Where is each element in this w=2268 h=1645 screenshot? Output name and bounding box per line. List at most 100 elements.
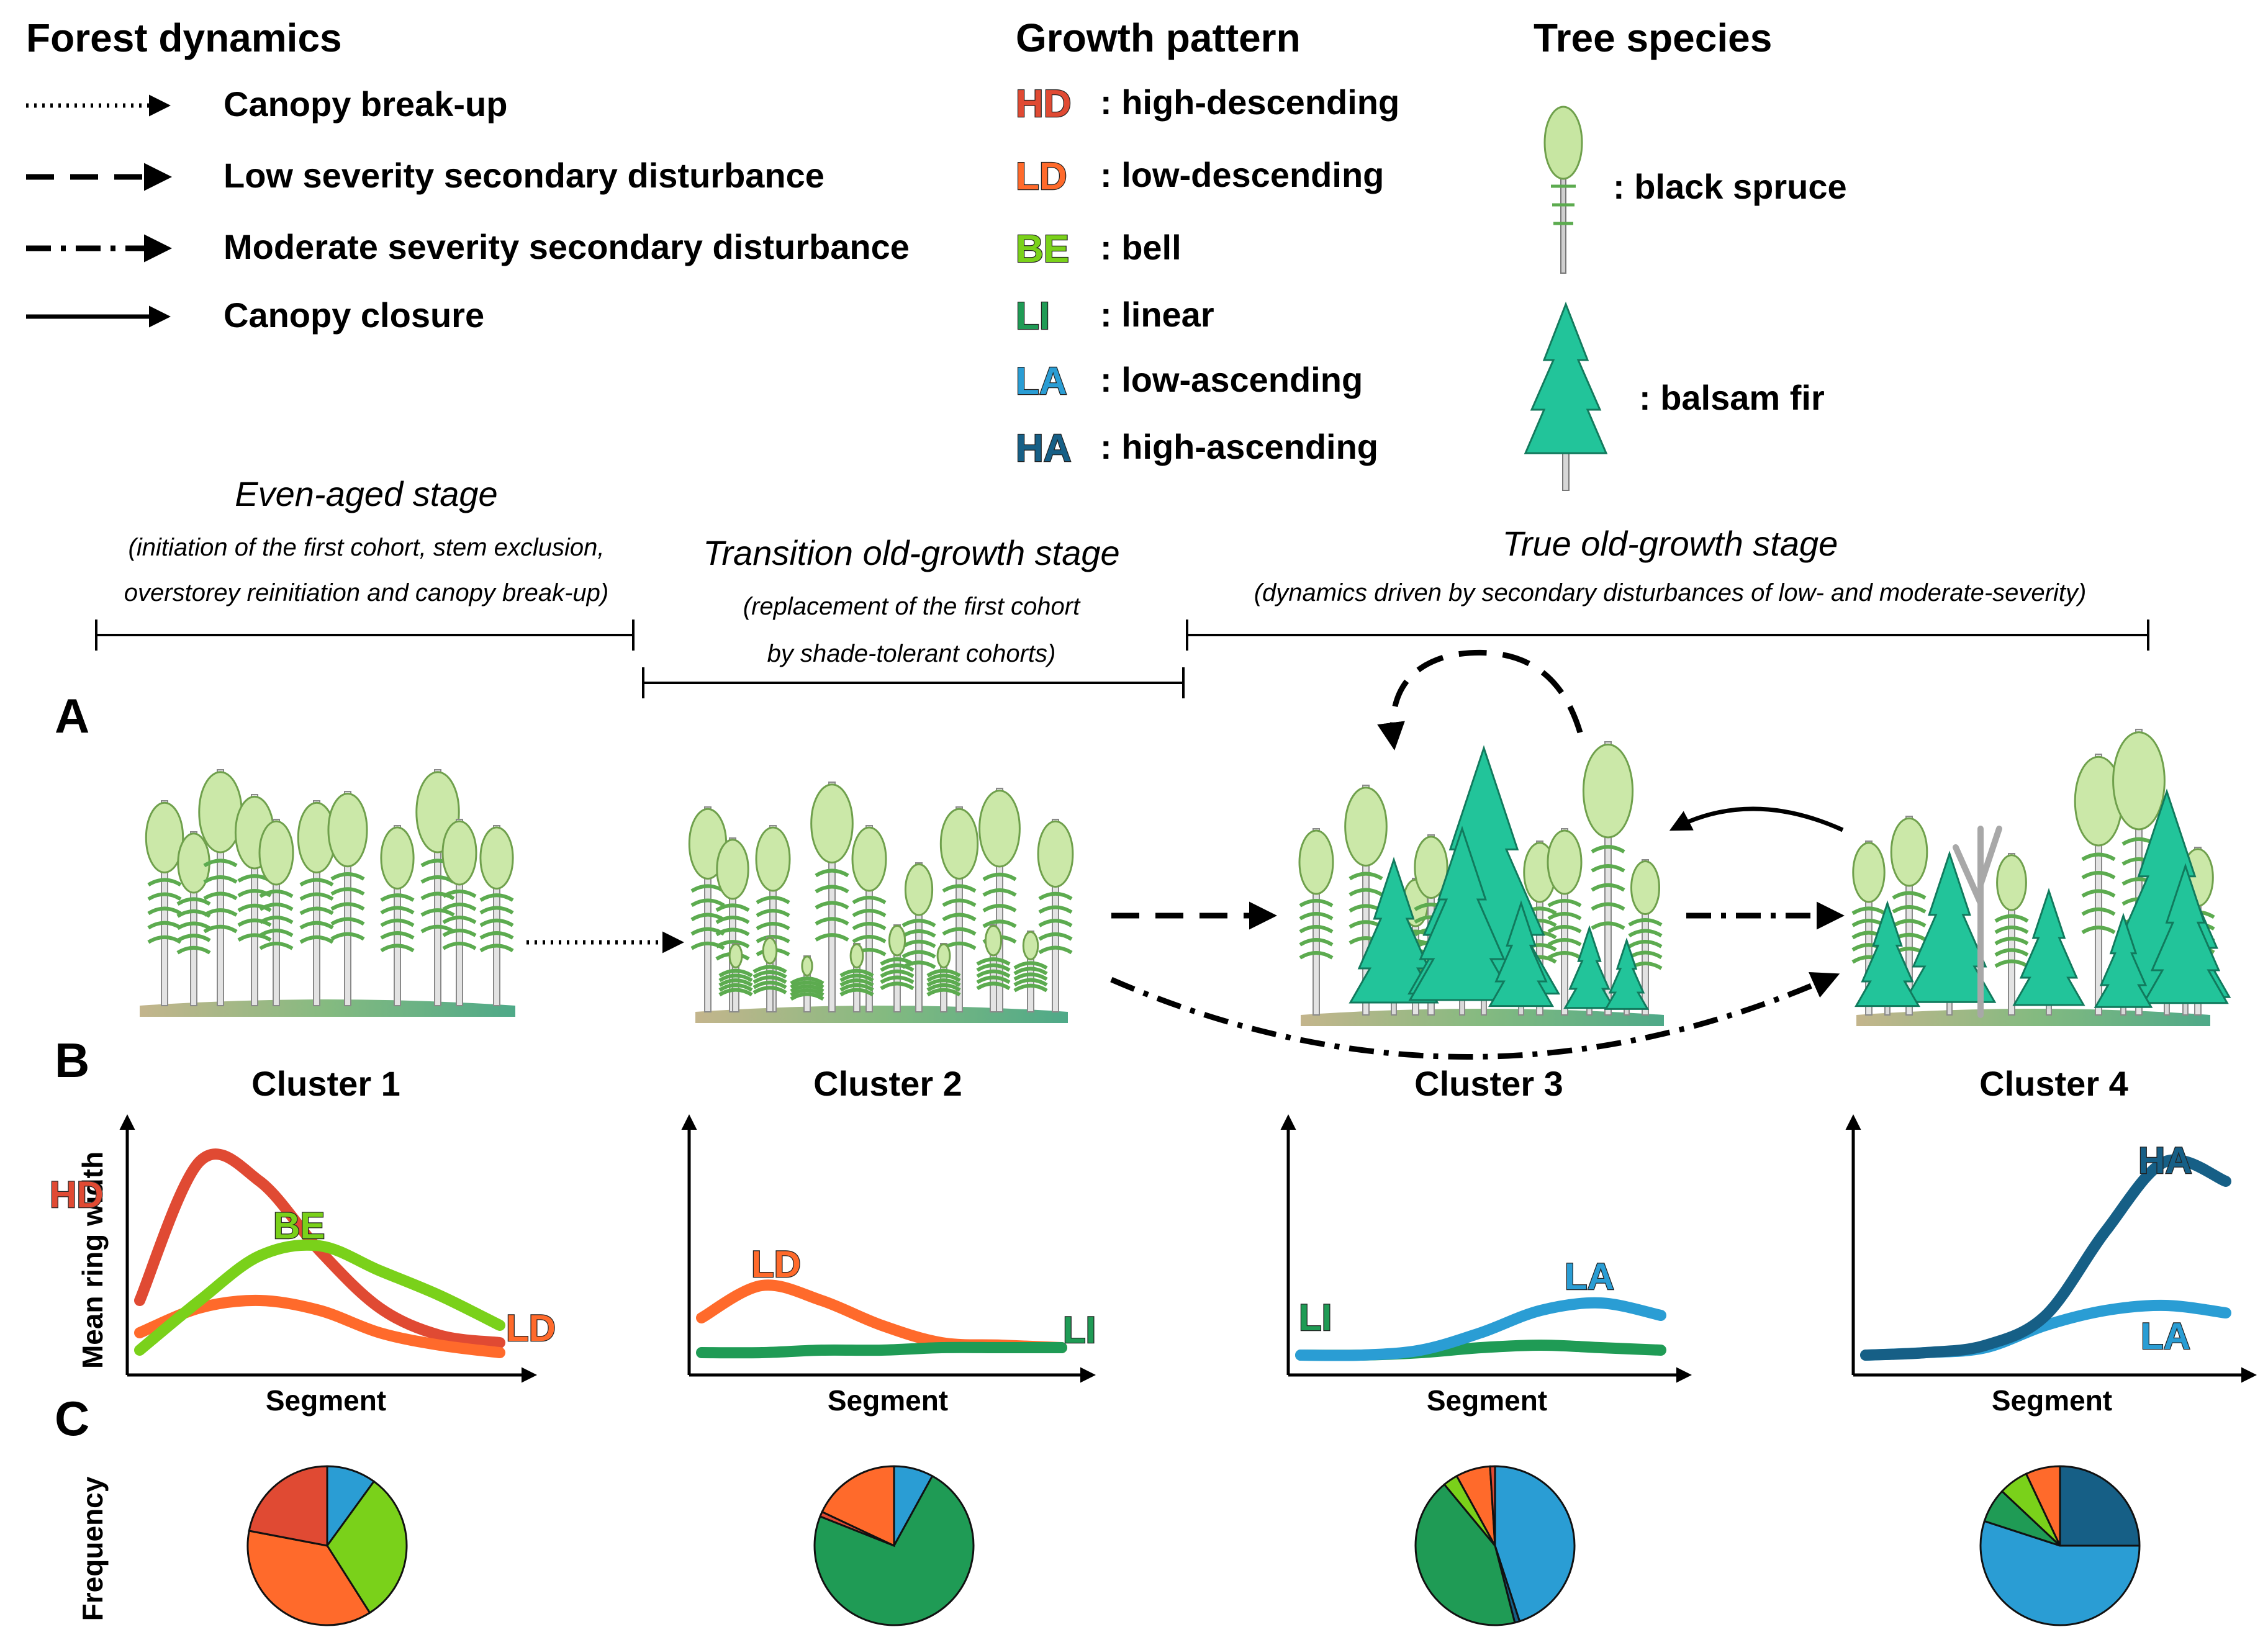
pie-slice-hd bbox=[248, 1465, 328, 1547]
black-spruce-icon bbox=[1013, 931, 1048, 1012]
balsam-fir-icon bbox=[1855, 900, 1920, 1016]
stage-even-aged: Even-aged stage (initiation of the first… bbox=[95, 474, 635, 651]
stand-cluster-1 bbox=[140, 769, 515, 1017]
pattern-code-ld: LD bbox=[1016, 155, 1067, 198]
black-spruce-icon bbox=[479, 825, 514, 1006]
black-spruce-icon bbox=[901, 862, 936, 1012]
black-spruce-icon bbox=[198, 769, 243, 1006]
pie-slice-hd bbox=[1489, 1465, 1496, 1546]
stage-span-bracket bbox=[1186, 620, 2149, 651]
stage-description: (dynamics driven by secondary disturbanc… bbox=[1254, 579, 2087, 606]
black-spruce-icon bbox=[1628, 859, 1663, 1016]
legend-item-balsam-fir: : balsam fir bbox=[1639, 378, 1825, 417]
black-spruce-icon bbox=[715, 837, 750, 1012]
stage-description: (replacement of the first cohort bbox=[743, 593, 1081, 620]
curve-li bbox=[696, 1341, 1067, 1359]
balsam-fir-icon bbox=[1488, 900, 1554, 1016]
curve-label-be: BE bbox=[273, 1205, 325, 1246]
pie-slice-ld bbox=[821, 1465, 895, 1548]
ground-strip bbox=[695, 1006, 1068, 1023]
balsam-fir-icon bbox=[1349, 857, 1439, 1016]
legend-item-canopy-closure: Canopy closure bbox=[224, 295, 484, 335]
stage-span-bracket bbox=[95, 620, 635, 651]
black-spruce-icon bbox=[839, 943, 874, 1012]
black-spruce-icon bbox=[752, 937, 787, 1012]
stand-cluster-2 bbox=[688, 782, 1074, 1023]
black-spruce-icon bbox=[1851, 841, 1886, 1016]
dynamics-arrows bbox=[526, 650, 1845, 1060]
curve-hd bbox=[134, 1148, 505, 1348]
pattern-label-ha: : high-ascending bbox=[1100, 427, 1378, 466]
stage-description: (initiation of the first cohort, stem ex… bbox=[129, 534, 605, 561]
pattern-label-li: : linear bbox=[1100, 295, 1214, 334]
legend-tree-species: Tree species : black spruce : balsam fir bbox=[1524, 16, 1847, 491]
panel-label-c: C bbox=[55, 1391, 89, 1446]
cluster-3: Cluster 3 Segment LI LA bbox=[1280, 1064, 1692, 1626]
y-axis-label: Mean ring width bbox=[76, 1152, 109, 1369]
dead-tree-icon bbox=[1953, 826, 2002, 1018]
pattern-code-hd: HD bbox=[1016, 83, 1072, 125]
pattern-label-be: : bell bbox=[1100, 228, 1181, 267]
balsam-fir-icon bbox=[2012, 888, 2085, 1016]
frequency-pie bbox=[813, 1465, 975, 1626]
x-axis-label: Segment bbox=[266, 1384, 386, 1417]
black-spruce-icon bbox=[1994, 853, 2029, 1016]
black-spruce-icon bbox=[258, 819, 294, 1006]
legend-item-black-spruce: : black spruce bbox=[1613, 167, 1847, 206]
black-spruce-icon bbox=[176, 831, 211, 1006]
black-spruce-icon bbox=[926, 943, 961, 1012]
black-spruce-icon bbox=[1037, 819, 1074, 1012]
ground-strip bbox=[140, 999, 515, 1017]
pie-slice-ld bbox=[2025, 1465, 2061, 1546]
black-spruce-icon bbox=[790, 955, 825, 1012]
black-spruce-icon bbox=[441, 819, 477, 1006]
curve-label-hd: HD bbox=[50, 1174, 104, 1215]
pattern-label-ld: : low-descending bbox=[1100, 155, 1384, 194]
balsam-fir-icon bbox=[1604, 937, 1650, 1016]
black-spruce-icon bbox=[939, 806, 979, 1012]
black-spruce-icon bbox=[1582, 741, 1634, 1016]
pie-slice-li bbox=[1414, 1483, 1516, 1626]
balsam-fir-icon bbox=[1524, 301, 1608, 491]
stage-title: Even-aged stage bbox=[235, 474, 497, 513]
black-spruce-icon bbox=[380, 825, 415, 1006]
pie-slice-ld bbox=[246, 1530, 371, 1626]
curve-label-ld: LD bbox=[506, 1307, 556, 1349]
black-spruce-icon bbox=[297, 800, 337, 1006]
curve-be bbox=[134, 1239, 505, 1356]
stand-illustrations bbox=[140, 729, 2231, 1026]
cluster-title: Cluster 4 bbox=[1979, 1064, 2128, 1103]
legend-item-canopy-break-up: Canopy break-up bbox=[224, 84, 507, 124]
pie-slice-la bbox=[1979, 1520, 2141, 1626]
pie-slice-la bbox=[326, 1465, 376, 1549]
moderate-severity-bypass-arrow bbox=[1110, 971, 1840, 1060]
cluster-title: Cluster 3 bbox=[1414, 1064, 1563, 1103]
curve-ld bbox=[696, 1279, 1067, 1353]
curve-label-li: LI bbox=[1299, 1297, 1332, 1338]
curve-label-li: LI bbox=[1063, 1309, 1096, 1351]
balsam-fir-icon bbox=[2142, 863, 2229, 1016]
stand-cluster-3 bbox=[1298, 741, 1664, 1026]
balsam-fir-icon bbox=[1563, 925, 1615, 1016]
black-spruce-icon bbox=[880, 924, 915, 1012]
panel-label-a: A bbox=[55, 688, 89, 743]
black-spruce-icon bbox=[755, 825, 791, 1012]
low-severity-loop-arrow bbox=[1377, 650, 1583, 750]
pattern-code-ha: HA bbox=[1016, 427, 1072, 470]
curve-label-la: LA bbox=[2141, 1315, 2190, 1357]
frequency-pie bbox=[1414, 1465, 1576, 1626]
legend-title-forest-dynamics: Forest dynamics bbox=[26, 16, 342, 60]
x-axis-label: Segment bbox=[1427, 1384, 1547, 1417]
stage-description: by shade-tolerant cohorts) bbox=[767, 640, 1056, 667]
canopy-closure-arrow bbox=[1669, 806, 1844, 832]
black-spruce-icon bbox=[810, 782, 854, 1012]
frequency-pie bbox=[1979, 1465, 2141, 1626]
curve-label-la: LA bbox=[1565, 1256, 1614, 1297]
curve-ld bbox=[134, 1294, 505, 1358]
black-spruce-icon bbox=[1547, 828, 1583, 1016]
